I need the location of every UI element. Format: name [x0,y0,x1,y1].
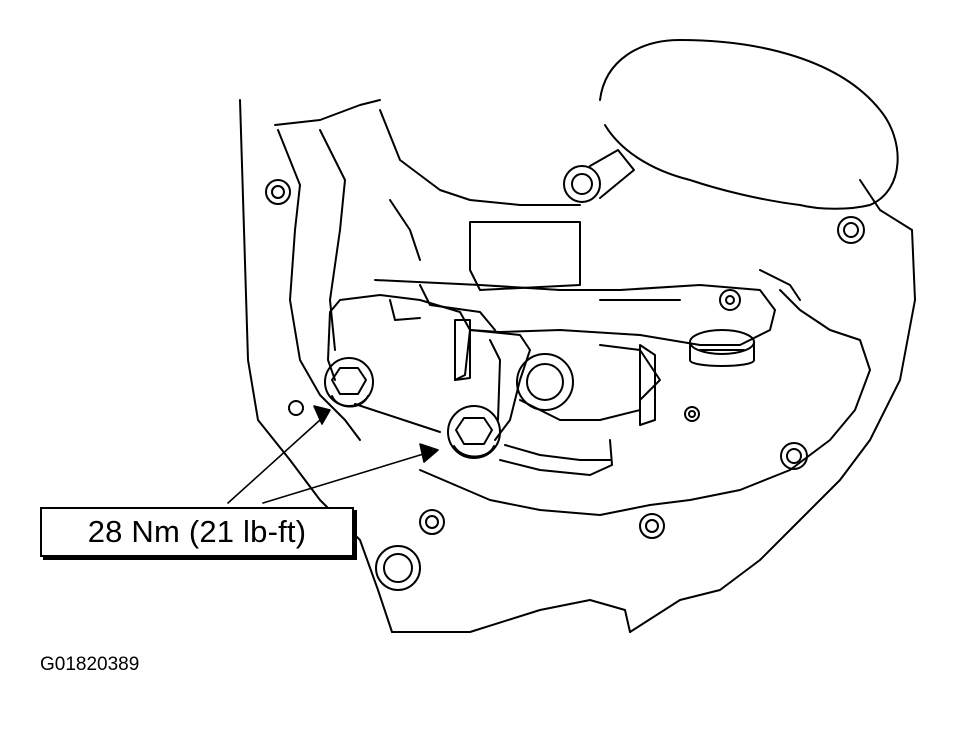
figure-id: G01820389 [40,654,140,675]
cover-flange [277,109,871,516]
engine-block-outline [239,99,916,633]
crank-bore [599,39,899,210]
bolt-lower [447,405,501,459]
tensioner-arm [374,221,776,346]
idler-spacer [689,329,755,367]
bolt-upper [324,357,374,408]
bolt-holes [265,149,865,591]
chain-guide-bracket [327,294,531,441]
callout-arrows [227,405,439,504]
tensioner-body [499,344,700,476]
torque-callout: 28 Nm (21 lb-ft) [40,507,354,557]
bolt-pointer-line [354,403,441,433]
torque-spec-label: 28 Nm (21 lb-ft) [87,514,307,549]
